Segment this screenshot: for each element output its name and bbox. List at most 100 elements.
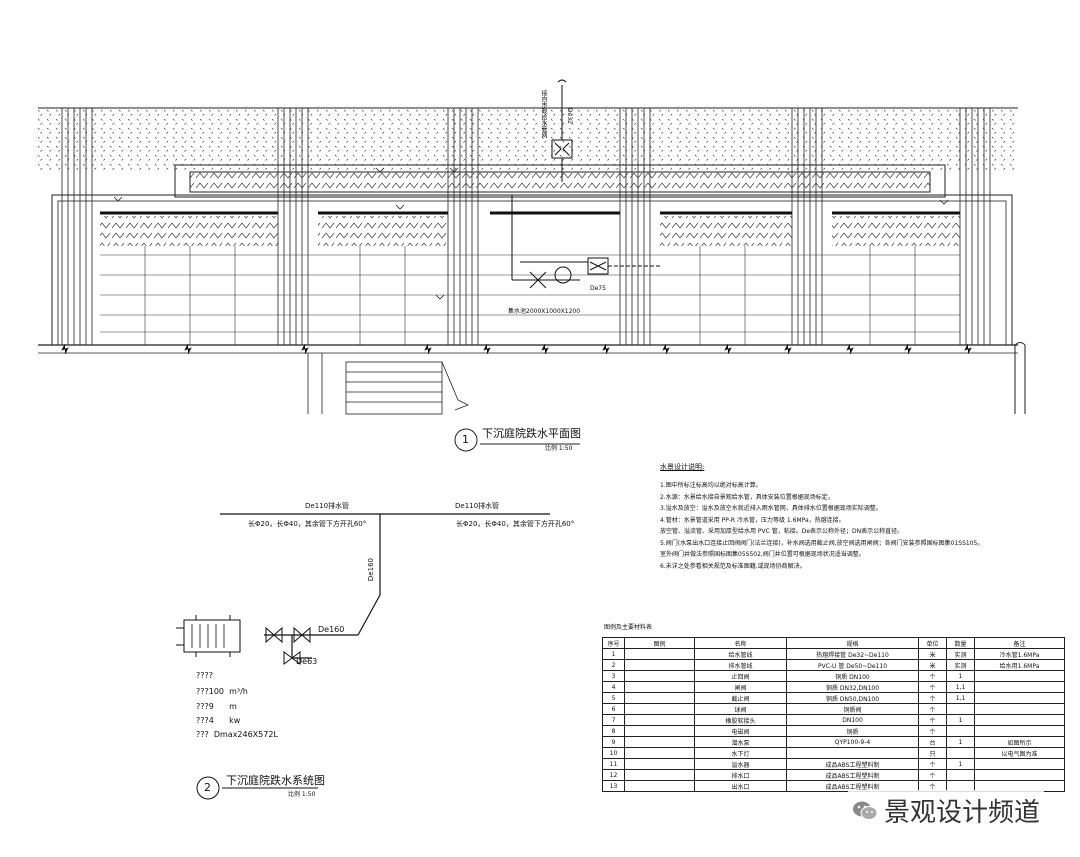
system-spec-4: ???4 kw — [196, 716, 241, 725]
cell-name: 给水管线 — [694, 648, 787, 660]
plan-pipe-label: De32 — [566, 108, 573, 124]
cell-legend — [624, 769, 695, 781]
system-bottom-label: De63 — [296, 657, 318, 666]
cell-index: 5 — [602, 692, 625, 704]
design-note-line: 6.未详之处参看相关规范及标准图籍,或现场协商解决。 — [660, 562, 806, 570]
cell-remark — [974, 681, 1065, 693]
cell-qty: 1 — [946, 670, 975, 682]
system-branch-label: De160 — [318, 625, 345, 634]
cell-legend — [624, 736, 695, 748]
cell-legend — [624, 714, 695, 726]
design-note-line: 1.图中所标注标高均以绝对标高计算。 — [660, 482, 762, 489]
plan-scale: 比例 1:50 — [545, 445, 573, 452]
cell-name: 潜水泵 — [694, 736, 787, 748]
system-right-note: 长Φ20，长Φ40，其余管下方开孔60° — [456, 520, 575, 528]
cell-qty: 实测 — [946, 659, 975, 671]
design-note-line: 室外阀门井做法参照国标图集05S502,阀门井位置可根据现场状况适当调整。 — [660, 551, 865, 558]
system-spec-2: ???100 m³/h — [196, 687, 248, 696]
cell-name: 球阀 — [694, 703, 787, 715]
col-header-spec: 规格 — [786, 637, 919, 649]
cell-unit: 台 — [918, 736, 947, 748]
cell-qty: 1,1 — [946, 692, 975, 704]
cell-spec: PVC-U 管 De50~De110 — [786, 659, 919, 671]
cell-remark — [974, 703, 1065, 715]
cell-index: 2 — [602, 659, 625, 671]
cell-unit: 米 — [918, 648, 947, 660]
cell-unit: 个 — [918, 670, 947, 682]
cell-index: 4 — [602, 681, 625, 693]
cell-qty: 1 — [946, 736, 975, 748]
cell-legend — [624, 703, 695, 715]
cell-spec: 铜质 DN50,DN100 — [786, 692, 919, 704]
cell-unit: 个 — [918, 725, 947, 737]
plan-tank-label: 集水池2000X1000X1200 — [508, 308, 581, 315]
cell-remark — [974, 725, 1065, 737]
cell-legend — [624, 648, 695, 660]
cell-qty: 1,1 — [946, 681, 975, 693]
design-note-line: 放空管、溢流管、采用加厚型给水用 PVC 管，粘接。De表示公称外径；DN表示公… — [660, 528, 904, 535]
table-row: 10 水下灯 只 以电气图为准 — [602, 747, 1065, 759]
col-header-unit: 单位 — [918, 637, 947, 649]
cell-index: 3 — [602, 670, 625, 682]
system-scale: 比例 1:50 — [288, 791, 316, 798]
cell-index: 10 — [602, 747, 625, 759]
cell-unit: 米 — [918, 659, 947, 671]
cell-qty: 1 — [946, 714, 975, 726]
cell-spec: 成品ABS工程塑料制 — [786, 758, 919, 770]
cell-remark — [974, 758, 1065, 770]
cell-legend — [624, 670, 695, 682]
cell-qty — [946, 725, 975, 737]
plan-title-number: 1 — [462, 433, 469, 446]
system-spec-3: ???9 m — [196, 702, 237, 711]
cell-name: 排水口 — [694, 769, 787, 781]
cell-qty — [946, 703, 975, 715]
cell-legend — [624, 659, 695, 671]
cell-legend — [624, 725, 695, 737]
cell-qty — [946, 769, 975, 781]
cell-remark: 如图所示 — [974, 736, 1065, 748]
plan-view — [38, 79, 1026, 452]
col-header-remark: 备注 — [974, 637, 1065, 649]
cell-index: 13 — [602, 780, 625, 792]
system-right-pipe: De110排水管 — [455, 502, 500, 510]
cell-index: 7 — [602, 714, 625, 726]
cell-name: 橡胶软接头 — [694, 714, 787, 726]
cell-legend — [624, 758, 695, 770]
cell-unit: 个 — [918, 769, 947, 781]
design-notes: 水景设计说明: 1.图中所标注标高均以绝对标高计算。 2.水源：水景给水接自景观… — [660, 462, 1070, 572]
cell-spec: 铜质阀 — [786, 703, 919, 715]
cell-unit: 个 — [918, 758, 947, 770]
cell-name: 闸阀 — [694, 681, 787, 693]
cell-name: 电磁阀 — [694, 725, 787, 737]
cell-unit: 只 — [918, 747, 947, 759]
watermark-text: 景观设计频道 — [884, 798, 1041, 828]
cell-name: 出水口 — [694, 780, 787, 792]
cell-index: 1 — [602, 648, 625, 660]
cell-name: 溢水器 — [694, 758, 787, 770]
cell-spec — [786, 747, 919, 759]
system-spec-5: ??? Dmax246X572L — [196, 730, 278, 739]
system-title: 下沉庭院跌水系统图 — [226, 774, 325, 787]
cell-name: 水下灯 — [694, 747, 787, 759]
cell-remark — [974, 714, 1065, 726]
cell-remark: 以电气图为准 — [974, 747, 1065, 759]
plan-outlet-label: De75 — [590, 285, 606, 292]
design-note-line: 5.阀门(水泵出水口连接止回阀阀门(法兰连接)，补水阀选用截止阀,放空阀选用闸阀… — [660, 539, 984, 547]
cell-remark: 给水用1.6MPa — [974, 659, 1065, 671]
cell-index: 6 — [602, 703, 625, 715]
cell-unit: 个 — [918, 681, 947, 693]
col-header-qty: 数量 — [946, 637, 975, 649]
cell-spec: 铜质 DN32,DN100 — [786, 681, 919, 693]
cell-index: 12 — [602, 769, 625, 781]
cell-name: 排水管线 — [694, 659, 787, 671]
cell-index: 9 — [602, 736, 625, 748]
cell-unit: 个 — [918, 714, 947, 726]
